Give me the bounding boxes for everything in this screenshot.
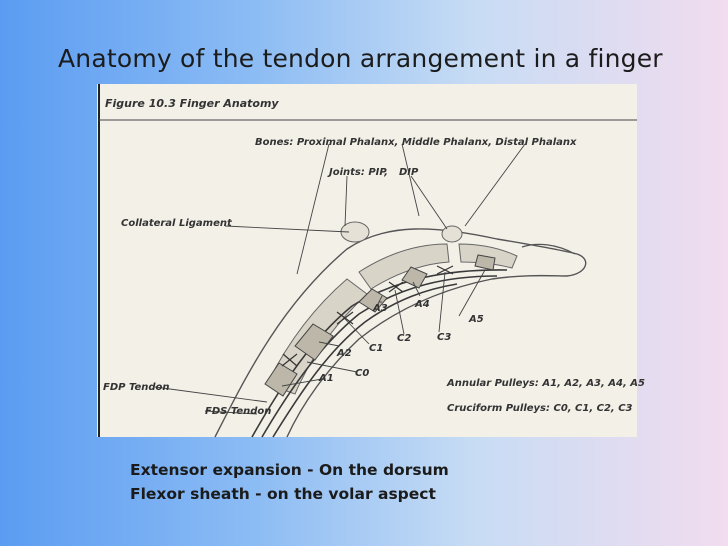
bones-label: Bones: Proximal Phalanx, Middle Phalanx,… [255,137,577,148]
pulley-a1-label: A1 [318,373,334,384]
leader-lines [154,143,526,415]
fds-tendon-label: FDS Tendon [205,406,271,417]
bullet-extensor-expansion: Extensor expansion - On the dorsum [130,461,449,479]
fdp-tendon-label: FDP Tendon [103,382,170,393]
pulley-c0-label: C0 [355,368,369,379]
pulley-c3-label: C3 [437,332,451,343]
dip-label: DIP [399,167,419,178]
collateral-ligament [340,221,463,243]
cruciform-pulleys-legend: Cruciform Pulleys: C0, C1, C2, C3 [447,403,633,414]
pulley-a2-label: A2 [336,348,352,359]
collateral-ligament-label: Collateral Ligament [121,218,233,229]
pulley-c2-label: C2 [397,333,411,344]
pulley-a3-label: A3 [372,303,388,314]
finger-anatomy-figure: Figure 10.3 Finger Anatomy [97,84,645,438]
summary-bullets: Extensor expansion - On the dorsum Flexo… [130,458,449,506]
pulley-a4-label: A4 [414,299,430,310]
pulley-c1-label: C1 [369,343,383,354]
finger-illustration [214,228,587,438]
figure-caption: Figure 10.3 Finger Anatomy [105,97,279,110]
joints-label: Joints: PIP, [327,167,388,178]
slide-title: Anatomy of the tendon arrangement in a f… [58,44,663,73]
pulley-a5-label: A5 [468,314,484,325]
annular-pulleys [264,254,496,397]
cruciform-pulleys [281,265,454,367]
annular-pulleys-legend: Annular Pulleys: A1, A2, A3, A4, A5 [446,378,645,389]
bullet-flexor-sheath: Flexor sheath - on the volar aspect [130,485,436,503]
